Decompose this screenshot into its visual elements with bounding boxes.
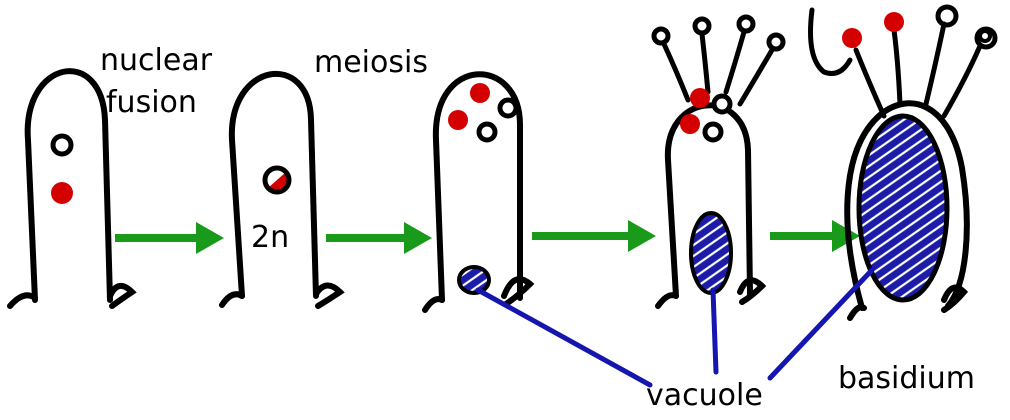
stage-4-nucleus-red bbox=[690, 88, 710, 108]
stage-3-vacuole bbox=[459, 267, 489, 293]
stage-5-spore-nucleus-open bbox=[980, 31, 990, 41]
right-arrow-icon bbox=[532, 220, 656, 252]
stage-4-nucleus-open bbox=[705, 124, 721, 140]
stage-4-vacuole bbox=[691, 213, 731, 293]
stage-4-cell bbox=[654, 17, 783, 306]
stage-5-spore-nucleus-red bbox=[842, 28, 862, 48]
stage-5-cell bbox=[811, 7, 996, 318]
label-2n: 2n bbox=[251, 220, 289, 255]
stage-1-nucleus-red bbox=[51, 182, 73, 204]
right-arrow-icon bbox=[115, 222, 224, 254]
stage-1-clamp-connection bbox=[10, 286, 132, 306]
stage-4-sterigmata bbox=[654, 17, 783, 104]
label-meiosis: meiosis bbox=[314, 45, 428, 80]
label-fusion: fusion bbox=[106, 85, 197, 120]
label-vacuole: vacuole bbox=[646, 378, 763, 413]
stage-2-fused-nucleus bbox=[265, 168, 289, 192]
stage-4-nucleus-open bbox=[714, 96, 730, 112]
stage-4-nucleus-red bbox=[680, 114, 700, 134]
pointer-line-stage-3 bbox=[478, 290, 650, 385]
stage-3-nucleus-red bbox=[470, 83, 490, 103]
stage-3-nucleus-open bbox=[500, 100, 516, 116]
stage-1-nucleus-open bbox=[53, 136, 71, 154]
stage-3-nucleus-open bbox=[479, 124, 495, 140]
right-arrow-icon bbox=[326, 222, 432, 254]
stage-2-cell bbox=[222, 74, 340, 306]
label-nuclear: nuclear bbox=[100, 43, 213, 78]
stage-5-spore-nucleus-red bbox=[884, 12, 904, 32]
pointer-line-stage-4 bbox=[713, 290, 716, 372]
stage-3-cell bbox=[425, 74, 530, 310]
label-basidium: basidium bbox=[838, 361, 975, 396]
stage-3-nucleus-red bbox=[448, 110, 468, 130]
